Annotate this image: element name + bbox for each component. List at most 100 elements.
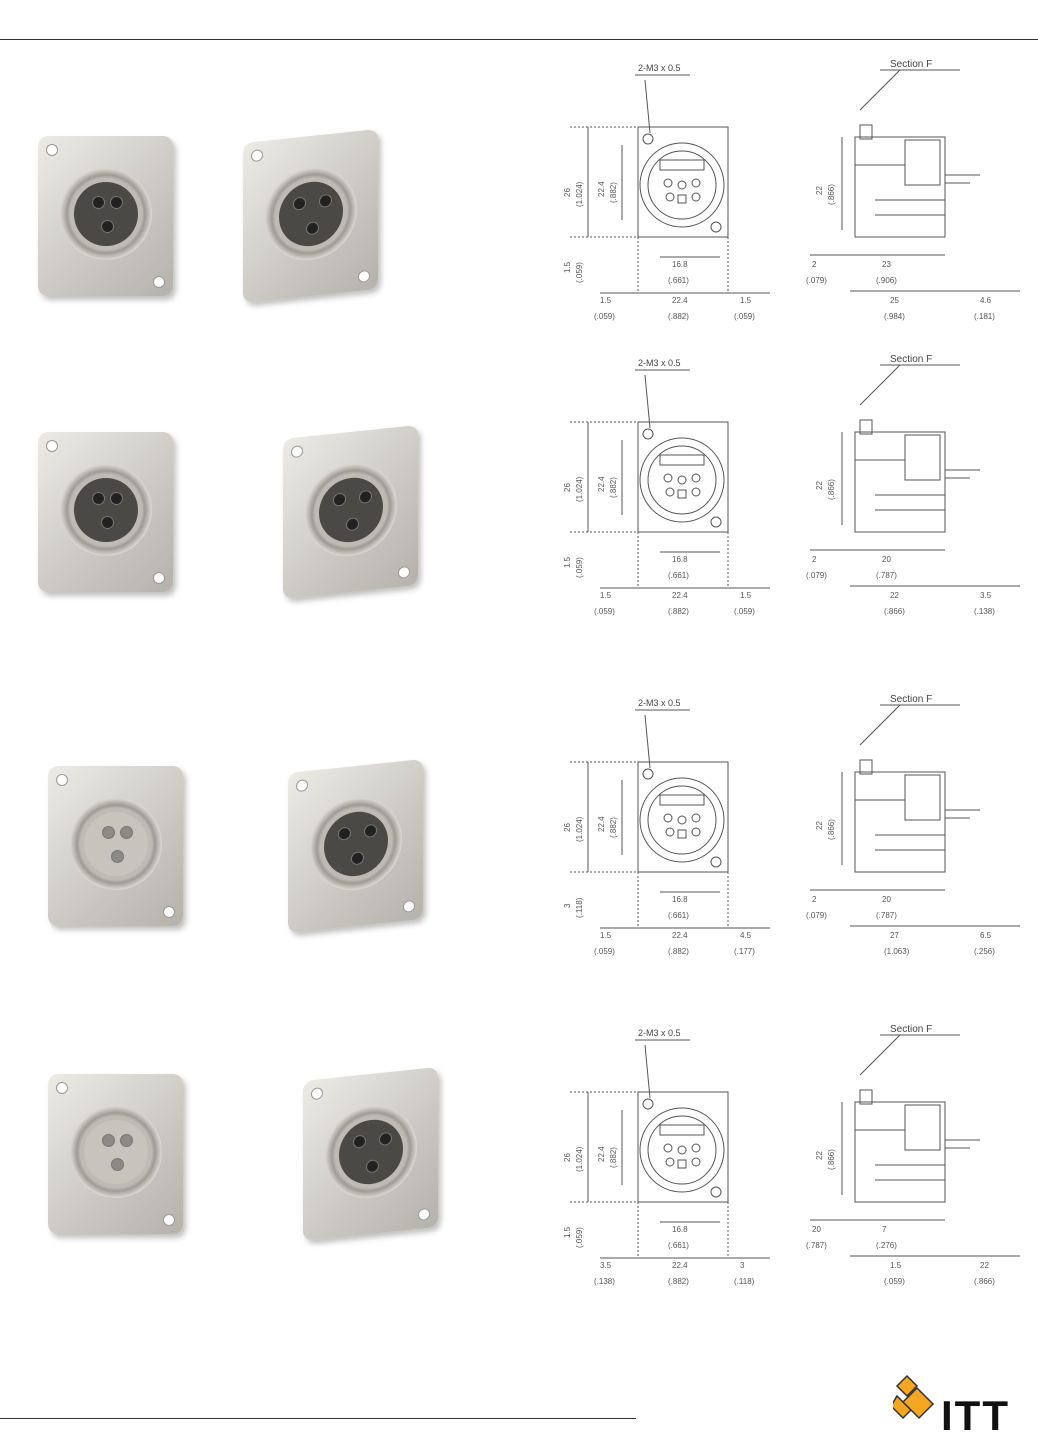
itt-logo: ITT — [890, 1372, 1023, 1442]
mounting-hole — [403, 899, 415, 914]
front-dimension-label: 1.5 — [740, 591, 752, 600]
front-dimension-label: 22.4 — [597, 816, 606, 832]
front-dimension-label: 1.5 — [740, 296, 752, 305]
connector-ring — [325, 1101, 417, 1203]
drawing-lines — [570, 704, 1020, 929]
connector-ring — [305, 459, 397, 561]
side-dimension-label: 20 — [882, 555, 891, 564]
connector-pin — [293, 196, 306, 211]
footer-rule — [0, 1418, 636, 1419]
side-dimension-label: (.256) — [974, 947, 995, 956]
connector-pin — [319, 193, 332, 209]
connector-pin — [101, 220, 114, 233]
front-view-shell — [639, 1107, 725, 1193]
front-dimension-label: 22.4 — [672, 591, 688, 600]
mounting-hole — [251, 148, 263, 163]
front-dimension-label: (.882) — [609, 817, 618, 838]
side-dimension-label: 27 — [890, 931, 899, 940]
side-view-outline — [854, 1101, 946, 1203]
connector-ring — [60, 168, 152, 260]
front-dimension-label: 16.8 — [672, 895, 688, 904]
connector-pin — [92, 492, 105, 505]
front-dimension-label: (.882) — [668, 312, 689, 321]
side-dimension-label: 20 — [812, 1225, 821, 1234]
hole-note: 2-M3 x 0.5 — [638, 698, 681, 708]
side-dimension-label: (.787) — [806, 1241, 827, 1250]
front-dimension-label: (.882) — [609, 182, 618, 203]
side-view-outline — [854, 431, 946, 533]
mounting-hole — [311, 1086, 323, 1101]
connector-photo-front — [20, 418, 190, 608]
connector-pin — [102, 826, 115, 839]
connector-photo-rear — [265, 418, 435, 608]
connector-photo-front — [30, 752, 200, 942]
front-dimension-label: (.059) — [575, 557, 584, 578]
side-dimension-label: (.866) — [827, 819, 836, 840]
front-dimension-label: (.059) — [734, 607, 755, 616]
drawing-lines — [570, 69, 1020, 294]
front-dimension-label: 3 — [563, 903, 572, 908]
front-dimension-label: (.882) — [668, 947, 689, 956]
side-dimension-label: (.079) — [806, 911, 827, 920]
front-view-outline — [637, 126, 729, 238]
side-view-outline — [854, 771, 946, 873]
side-dimension-label: (.059) — [884, 1277, 905, 1286]
front-dimension-label: 22.4 — [597, 181, 606, 197]
front-dimension-label: 4.5 — [740, 931, 752, 940]
mounting-plate — [48, 1074, 183, 1234]
connector-face — [339, 1116, 403, 1188]
side-dimension-label: 20 — [882, 895, 891, 904]
front-dimension-label: (.661) — [668, 276, 689, 285]
side-dimension-label: (.866) — [827, 479, 836, 500]
side-dimension-label: 22 — [890, 591, 899, 600]
front-view-outline — [637, 421, 729, 533]
front-dimension-label: (.059) — [575, 262, 584, 283]
connector-pin — [353, 1134, 366, 1149]
mounting-hole — [46, 440, 58, 452]
section-label: Section F — [890, 694, 932, 705]
front-view-outline — [637, 761, 729, 873]
connector-pin — [346, 517, 359, 532]
mounting-hole — [398, 565, 410, 580]
connector-pin — [359, 489, 372, 505]
front-dimension-label: (.059) — [734, 312, 755, 321]
side-dimension-label: 3.5 — [980, 591, 992, 600]
side-dimension-label: (.079) — [806, 276, 827, 285]
front-dimension-label: 22.4 — [597, 1146, 606, 1162]
front-dimension-label: 16.8 — [672, 260, 688, 269]
hole-note: 2-M3 x 0.5 — [638, 63, 681, 73]
front-dimension-label: 26 — [563, 1153, 572, 1162]
connector-photo-rear — [270, 752, 440, 942]
front-dimension-label: 26 — [563, 188, 572, 197]
side-dimension-label: 25 — [890, 296, 899, 305]
front-dimension-label: 1.5 — [600, 931, 612, 940]
connector-face — [319, 474, 383, 546]
side-dimension-label: (.276) — [876, 1241, 897, 1250]
side-dimension-label: (.079) — [806, 571, 827, 580]
front-dimension-label: (.177) — [734, 947, 755, 956]
side-dimension-label: (.138) — [974, 607, 995, 616]
front-dimension-label: (.882) — [668, 1277, 689, 1286]
mounting-plate — [38, 136, 173, 296]
front-view-shell — [639, 777, 725, 863]
connector-face — [84, 812, 148, 876]
mounting-hole — [163, 906, 175, 918]
connector-face — [324, 808, 388, 880]
front-dimension-label: (.138) — [594, 1277, 615, 1286]
mounting-plate — [283, 424, 418, 600]
front-view-outline — [637, 1091, 729, 1203]
connector-photo-front — [30, 1060, 200, 1250]
side-dimension-label: (.866) — [827, 1149, 836, 1170]
connector-face — [84, 1120, 148, 1184]
side-dimension-label: 2 — [812, 555, 817, 564]
connector-pin — [110, 196, 123, 209]
mounting-hole — [153, 572, 165, 584]
connector-pin — [92, 196, 105, 209]
connector-pin — [101, 516, 114, 529]
side-dimension-label: (.787) — [876, 911, 897, 920]
front-view-shell — [639, 437, 725, 523]
section-label: Section F — [890, 1024, 932, 1035]
side-dimension-label: (.787) — [876, 571, 897, 580]
front-dimension-label: (.059) — [594, 607, 615, 616]
